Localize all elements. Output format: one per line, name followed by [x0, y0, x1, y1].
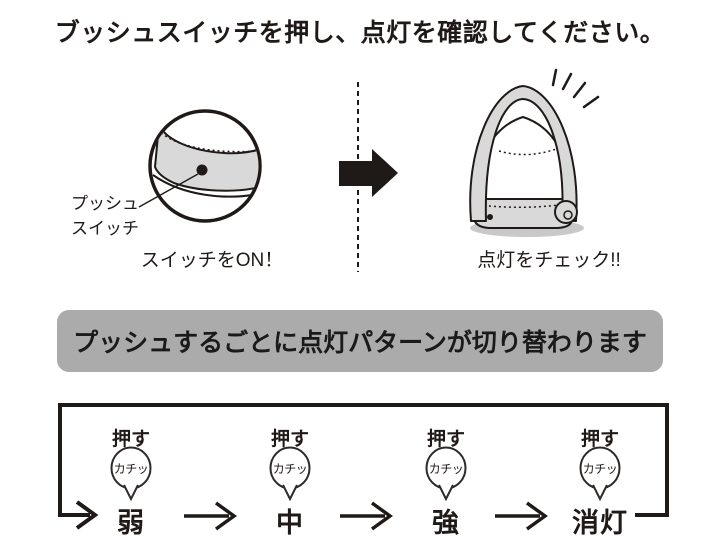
lamp-knob-inner [563, 210, 573, 220]
push-switch-label-line2: スイッチ [71, 219, 139, 238]
cycle-arrow-icon [495, 501, 548, 531]
mode-label-off: 消灯 [572, 508, 628, 538]
push-switch-label: プッシュ スイッチ [71, 191, 139, 241]
cycle-loop-line [58, 403, 669, 517]
click-label: カチッ [113, 462, 149, 476]
mode-label-low: 弱 [117, 508, 145, 538]
click-label: カチッ [428, 462, 464, 476]
page-title: ブッシュスイッチを押し、点灯を確認してください。 [54, 19, 666, 47]
next-step-arrow-icon [339, 149, 398, 197]
click-label: カチッ [272, 462, 308, 476]
switch-detail-illustration [138, 109, 262, 223]
press-label: 押す [426, 429, 466, 450]
loop-arrowhead-icon [75, 500, 99, 530]
band-stitch-dotted-line [160, 132, 259, 153]
press-label: 押す [270, 429, 310, 450]
click-bubble-icon [425, 446, 467, 502]
lamp-base-dot [487, 214, 493, 220]
mode-label-high: 強 [432, 508, 460, 538]
cycle-arrow-icon [340, 501, 393, 531]
switch-band [154, 124, 259, 192]
pattern-banner: プッシュするごとに点灯パターンが切り替わります [57, 310, 663, 372]
lamp-illustration [469, 68, 600, 237]
mode-label-mid: 中 [276, 508, 304, 538]
press-label: 押す [111, 429, 151, 450]
check-light-caption: 点灯をチェック!! [477, 250, 621, 271]
click-bubble-icon [110, 446, 152, 502]
switch-on-caption: スイッチをON！ [140, 250, 284, 271]
push-switch-label-line1: プッシュ [71, 194, 139, 213]
click-label: カチッ [582, 462, 618, 476]
light-rays-icon [551, 68, 600, 109]
cycle-loop [58, 403, 669, 531]
leader-line [138, 173, 199, 208]
click-bubble-icon [269, 446, 311, 502]
click-bubble-icon [579, 446, 621, 502]
press-label: 押す [580, 429, 620, 450]
push-switch-dot [196, 164, 208, 176]
cycle-arrow-icon [184, 501, 237, 531]
